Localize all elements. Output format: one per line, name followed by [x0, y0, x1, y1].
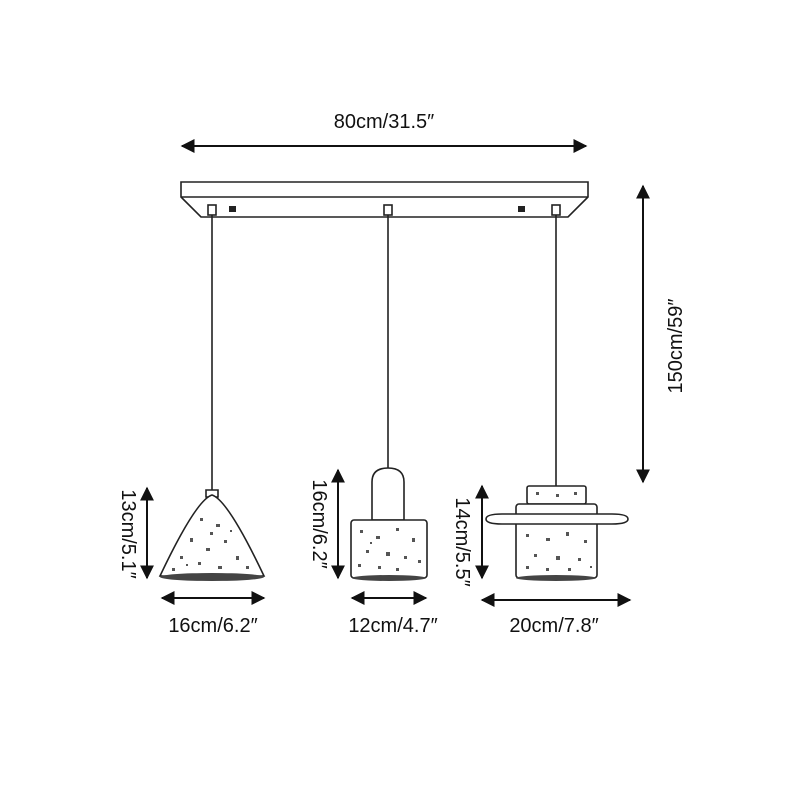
cylinder-dimensions: 16cm/6.2″ 12cm/4.7″ — [308, 468, 438, 637]
cylinder-width-label: 12cm/4.7″ — [348, 615, 437, 637]
disc-pendant — [485, 215, 629, 581]
cone-dimensions: 13cm/5.1″ 16cm/6.2″ — [117, 486, 266, 637]
cone-width-label: 16cm/6.2″ — [168, 615, 257, 637]
cone-pendant — [158, 215, 266, 581]
cone-terrazzo-specks — [172, 518, 249, 571]
disc-height-label: 14cm/5.5″ — [451, 497, 473, 586]
ceiling-canopy — [180, 181, 589, 218]
cylinder-pendant — [350, 215, 428, 581]
disc-dimensions: 14cm/5.5″ 20cm/7.8″ — [451, 484, 632, 637]
disc-terrazzo-specks — [526, 492, 592, 571]
disc-width-label: 20cm/7.8″ — [509, 615, 598, 637]
total-height-label: 150cm/59″ — [665, 299, 687, 394]
total-width-label: 80cm/31.5″ — [334, 111, 434, 133]
cylinder-height-label: 16cm/6.2″ — [308, 479, 330, 568]
cylinder-terrazzo-specks — [358, 528, 421, 571]
total-height-dimension: 150cm/59″ — [636, 184, 687, 484]
cone-height-label: 13cm/5.1″ — [117, 489, 139, 578]
total-width-dimension: 80cm/31.5″ — [180, 111, 588, 153]
